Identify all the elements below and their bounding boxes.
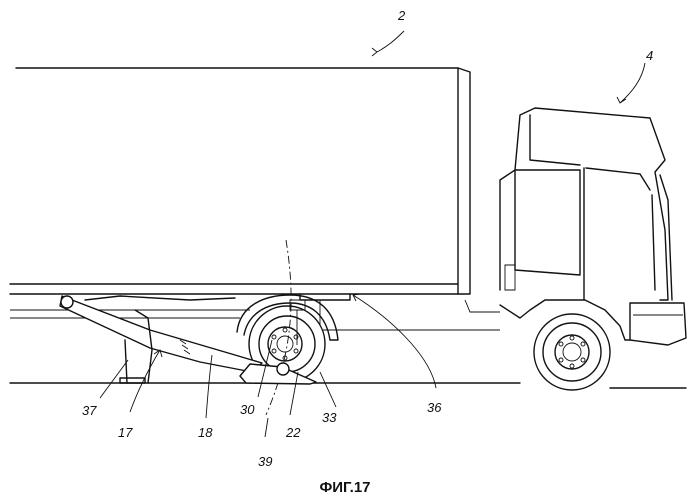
arrow-2 <box>372 31 404 56</box>
trailer-body <box>10 68 500 330</box>
figure-caption: ФИГ.17 <box>319 479 370 496</box>
arrow-4 <box>617 63 645 103</box>
truck-wheel <box>534 314 610 390</box>
label-arc-path: 39 <box>258 454 272 469</box>
label-beam: 18 <box>198 425 213 440</box>
label-pivot: 30 <box>240 402 255 417</box>
label-trailer: 2 <box>397 8 406 23</box>
label-support-foot: 22 <box>285 425 301 440</box>
label-leg: 37 <box>82 403 97 418</box>
label-truck: 4 <box>646 48 653 63</box>
truck-cab <box>465 108 686 345</box>
arrow-17 <box>130 350 162 412</box>
label-lift-device: 17 <box>118 425 133 440</box>
label-mount: 36 <box>427 400 442 415</box>
label-wheel: 33 <box>322 410 337 425</box>
